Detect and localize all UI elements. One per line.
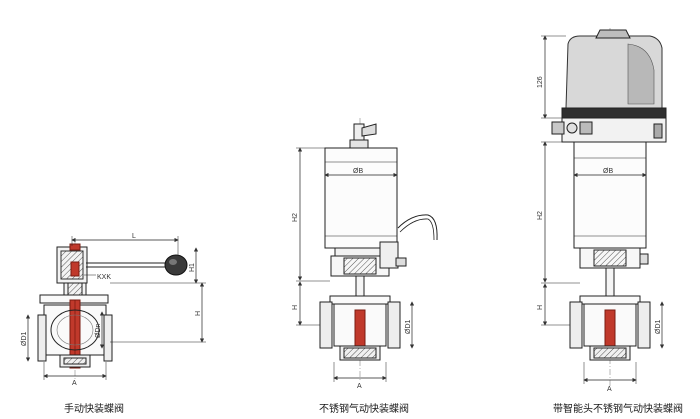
dim-label-B: ØB <box>353 168 363 175</box>
dim-label-A: A <box>607 386 612 393</box>
caption-manual-valve: 手动快装蝶阀 <box>64 404 124 415</box>
smart-head-valve-figure <box>541 28 667 386</box>
dim-label-H2: H2 <box>292 213 299 222</box>
dim-label-H2: H2 <box>537 211 544 220</box>
dim-label-L: L <box>132 233 136 240</box>
manual-valve-labels: L H1 H ØD1 ØDn A KXK <box>21 233 202 387</box>
caption-pneumatic-valve: 不锈钢气动快装蝶阀 <box>319 404 409 415</box>
dim-label-H1: H1 <box>189 263 196 272</box>
dim-label-D1: ØD1 <box>405 320 412 335</box>
dim-label-A: A <box>72 380 77 387</box>
pneumatic-valve-labels: H2 H ØB ØD1 A <box>292 168 412 390</box>
handle-label-KXK: KXK <box>97 274 111 281</box>
manual-valve-figure <box>25 236 206 380</box>
dim-label-D1: ØD1 <box>655 320 662 335</box>
dim-label-B: ØB <box>603 168 613 175</box>
smart-head-valve-labels: 126 H2 H ØB ØD1 A <box>537 76 662 393</box>
dim-label-D1: ØD1 <box>21 332 28 347</box>
dim-label-H: H <box>195 311 202 316</box>
dim-label-Dn: ØDn <box>95 324 102 339</box>
pneumatic-valve-figure <box>296 118 438 382</box>
dim-label-A: A <box>357 383 362 390</box>
dim-label-126: 126 <box>537 76 544 88</box>
dim-label-H: H <box>537 305 544 310</box>
dim-label-H: H <box>292 305 299 310</box>
caption-smart-head-valve: 带智能头不锈钢气动快装蝶阀 <box>553 404 683 415</box>
